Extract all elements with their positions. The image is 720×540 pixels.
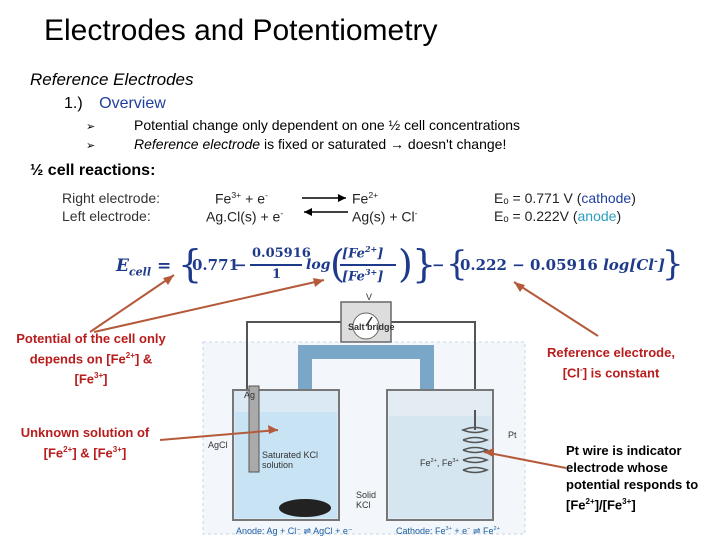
solid-kcl-label: Solid KCl — [356, 490, 377, 510]
callout-potential: Potential of the cell only depends on [F… — [16, 331, 166, 387]
equation-e2: 0.222 − 0.05916 log[Cl-] — [460, 256, 665, 274]
equation-frac-num: 0.05916 — [252, 246, 311, 261]
right-electrode-label: Right electrode: — [62, 190, 161, 206]
callout-reference: Reference electrode, [Cl-] is constant — [547, 345, 675, 381]
callout-unknown: Unknown solution of [Fe2+] & [Fe3+] — [20, 425, 150, 461]
equation-frac-den: 1 — [272, 267, 282, 282]
callout-ptwire: Pt wire is indicator electrode whose pot… — [566, 443, 699, 513]
anode-label: Anode: Ag + Cl⁻ ⇌ AgCl + e⁻ — [236, 526, 353, 536]
bullet-1: ➢Potential change only dependent on one … — [86, 117, 521, 133]
salt-bridge-label: Salt bridge — [348, 322, 395, 332]
subtitle: Reference Electrodes — [30, 70, 194, 89]
equation-fe3: [Fe3+] — [342, 267, 384, 285]
right-product: Fe2+ — [352, 190, 379, 207]
equation-log: log — [306, 257, 331, 273]
left-electrode-label: Left electrode: — [62, 208, 151, 224]
bullet-arrow-icon: ➢ — [86, 121, 96, 133]
right-reactant: Fe3+ + e- — [215, 190, 268, 207]
bullet-2: ➢Reference electrode is fixed or saturat… — [86, 136, 507, 152]
equation-fe2: [Fe2+] — [342, 244, 384, 262]
overview-heading: 1.) Overview — [64, 95, 166, 113]
page-title: Electrodes and Potentiometry — [44, 14, 438, 47]
overview-number: 1.) — [64, 95, 83, 112]
half-cell-heading: ½ cell reactions: — [30, 162, 156, 179]
pt-label: Pt — [508, 430, 517, 440]
left-potential: Eₒ = 0.222V (anode) — [494, 208, 622, 224]
fe-ions-label: Fe2+, Fe3+ — [420, 458, 459, 468]
saturated-label: Saturated KCl solution — [262, 450, 319, 470]
cell-diagram — [195, 290, 535, 540]
overview-label: Overview — [99, 95, 166, 112]
ag-label: Ag — [244, 390, 256, 400]
left-product: Ag(s) + Cl- — [352, 208, 418, 225]
agcl-label: AgCl — [208, 440, 228, 450]
equilibrium-arrows-icon — [302, 194, 348, 216]
left-reactant: Ag.Cl(s) + e- — [206, 208, 284, 225]
bullet-arrow-icon: ➢ — [86, 140, 96, 152]
voltmeter-label: V — [366, 292, 373, 302]
equation-lhs: Ecell = — [116, 256, 172, 279]
equation-e1: 0.771 — [192, 256, 239, 274]
cathode-label: Cathode: Fe3+ + e− ⇌ Fe2+ — [396, 526, 500, 536]
right-potential: Eₒ = 0.771 V (cathode) — [494, 190, 636, 206]
